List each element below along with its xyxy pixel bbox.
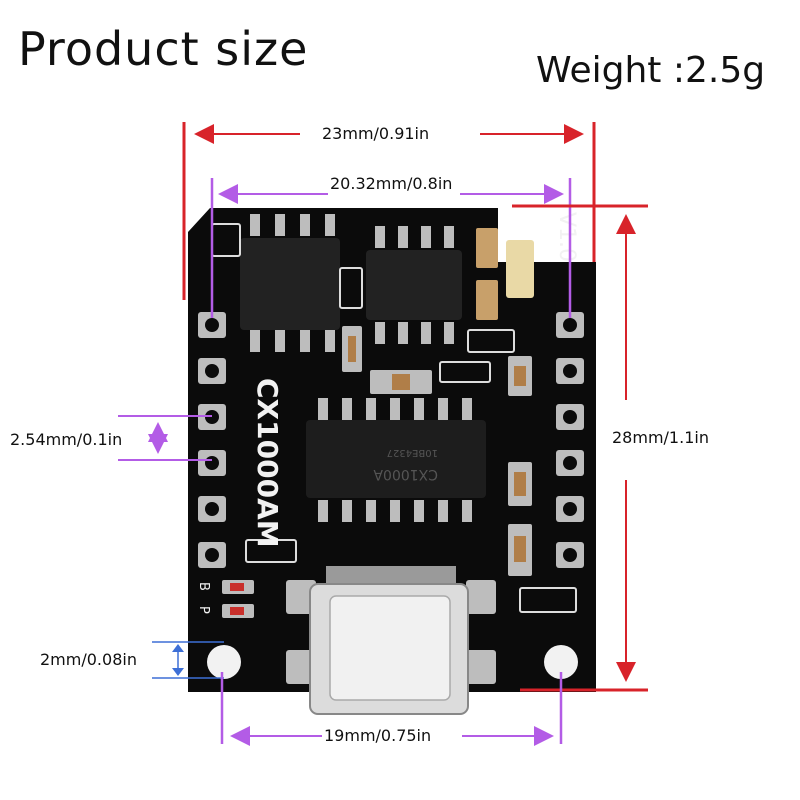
- height-label: 28mm/1.1in: [612, 428, 709, 447]
- pin-row-spacing-label: 20.32mm/0.8in: [330, 174, 453, 193]
- height-dimension: [512, 204, 648, 692]
- smd-components: [211, 223, 577, 613]
- hole-diameter-label: 2mm/0.08in: [40, 650, 137, 669]
- usb-c-connector: [286, 566, 496, 715]
- board-version-silkscreen: V1.0: [554, 212, 579, 262]
- chip-marking-line1: CX1000A: [373, 466, 438, 482]
- weight-label: Weight :2.5g: [536, 50, 766, 91]
- width-label: 23mm/0.91in: [322, 124, 430, 143]
- width-dimension: [182, 122, 596, 300]
- main-chip: [306, 398, 486, 522]
- led-label-p: P: [196, 606, 211, 614]
- pin-row-spacing-dimension: [210, 178, 572, 318]
- hole-spacing-dimension: [220, 672, 563, 746]
- pin-pitch-label: 2.54mm/0.1in: [10, 430, 123, 449]
- board-model-silkscreen: CX1000AM: [251, 378, 284, 548]
- pin-pitch-dimension: [118, 415, 212, 461]
- hole-spacing-label: 19mm/0.75in: [324, 726, 432, 745]
- mounting-hole-left: [207, 645, 241, 679]
- amplifier-chip: [366, 226, 462, 344]
- page-title: Product size: [18, 22, 309, 76]
- led-label-b: B: [196, 582, 211, 591]
- chip-marking-line2: 10BE4327: [387, 447, 438, 458]
- flash-chip: [240, 214, 340, 352]
- mounting-hole-right: [544, 645, 578, 679]
- right-pin-row: [556, 312, 584, 568]
- status-leds: [222, 580, 254, 618]
- hole-diameter-dimension: [152, 641, 224, 679]
